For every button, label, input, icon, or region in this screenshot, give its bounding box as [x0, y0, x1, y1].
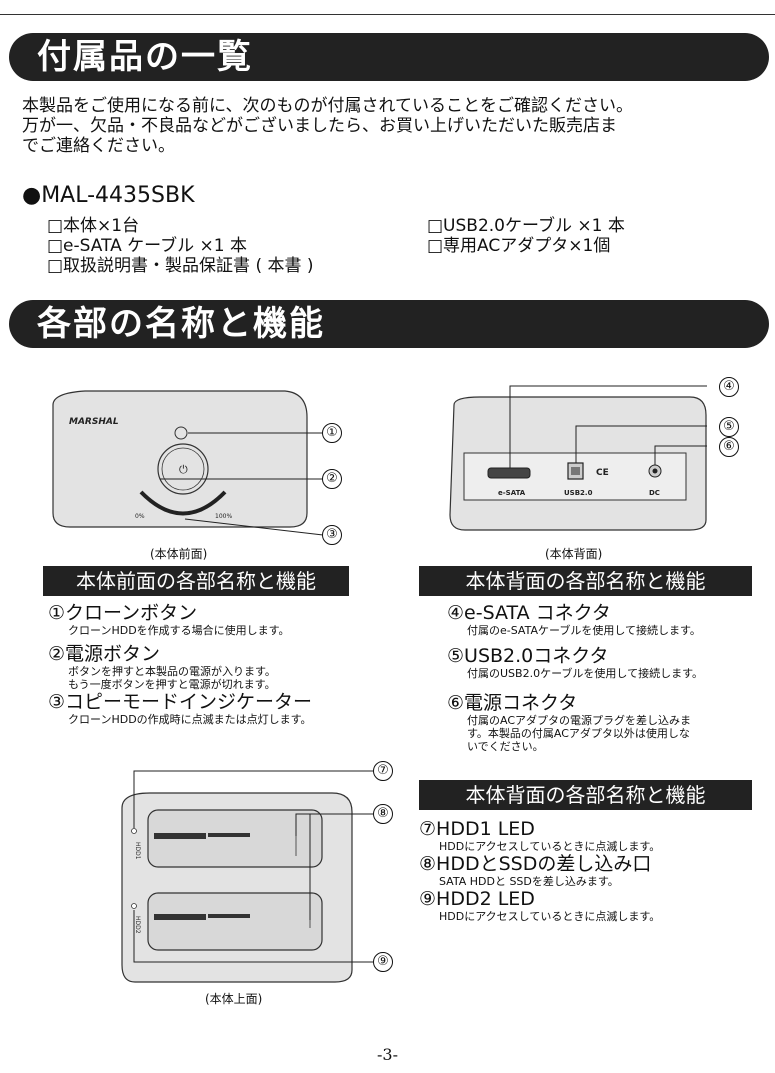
callout-9: ⑨	[373, 952, 393, 972]
power-icon: ⏻	[179, 463, 188, 476]
slot-1-connector	[154, 833, 206, 839]
function-desc: クローンHDDを作成する場合に使用します。	[68, 624, 290, 637]
hdd-slot-2	[147, 892, 323, 951]
callout-3: ③	[322, 525, 342, 545]
section-title: 各部の名称と機能	[37, 304, 325, 344]
callout-4: ④	[719, 377, 739, 397]
callout-8: ⑧	[373, 804, 393, 824]
function-title: ④e-SATA コネクタ	[447, 602, 611, 624]
top-functions-list: ⑦HDD1 LED HDDにアクセスしているときに点滅します。 ⑧HDDとSSD…	[419, 818, 759, 923]
function-desc: 付属のACアダプタの電源プラグを差し込みま	[467, 714, 692, 727]
back-caption: (本体背面)	[545, 547, 603, 561]
callout-5: ⑤	[719, 417, 739, 437]
function-desc: HDDにアクセスしているときに点滅します。	[439, 840, 661, 853]
function-desc: SATA HDDと SSDを差し込みます。	[439, 875, 619, 888]
callout-2: ②	[322, 469, 342, 489]
hdd1-label: HDD1	[134, 842, 141, 860]
function-desc: 付属のUSB2.0ケーブルを使用して接続します。	[467, 667, 703, 680]
port-label-esata: e-SATA	[498, 489, 526, 497]
dc-jack-pin	[652, 468, 658, 474]
function-title: ⑥電源コネクタ	[447, 692, 578, 714]
intro-text: 本製品をご使用になる前に、次のものが付属されていることをご確認ください。 万が一…	[22, 96, 767, 156]
front-caption: (本体前面)	[150, 547, 208, 561]
function-desc: もう一度ボタンを押すと電源が切れます。	[68, 678, 276, 691]
hdd-slot-1	[147, 809, 323, 868]
leader-line-3	[184, 518, 324, 536]
top-functions-heading: 本体背面の各部名称と機能	[419, 780, 752, 810]
intro-line: でご連絡ください。	[22, 136, 175, 156]
accessory-item: □専用ACアダプタ×1個	[427, 236, 611, 256]
function-title: ⑤USB2.0コネクタ	[447, 645, 609, 667]
slot-1-connector-small	[208, 833, 250, 837]
function-title: ③コピーモードインジケーター	[48, 691, 313, 713]
leader-line-9	[133, 910, 373, 963]
leader-line-8	[295, 813, 373, 836]
function-title: ①クローンボタン	[48, 602, 198, 624]
front-functions-heading: 本体前面の各部名称と機能	[43, 566, 349, 596]
hdd1-led	[131, 828, 137, 834]
accessory-list-left: □本体×1台 □e-SATA ケーブル ×1 本 □取扱説明書・製品保証書 ( …	[47, 216, 407, 276]
hdd2-label: HDD2	[134, 916, 141, 934]
accessory-list-right: □USB2.0ケーブル ×1 本 □専用ACアダプタ×1個	[427, 216, 767, 256]
slot-2-connector-small	[208, 914, 250, 918]
intro-line: 万が一、欠品・不良品などがございましたら、お買い上げいただいた販売店ま	[22, 116, 617, 136]
accessory-item: □USB2.0ケーブル ×1 本	[427, 216, 625, 236]
function-title: ⑨HDD2 LED	[419, 888, 535, 910]
compliance-marks: CE	[596, 468, 609, 478]
leader-line-5	[575, 425, 707, 463]
port-label-dc: DC	[649, 489, 660, 497]
back-functions-list: ④e-SATA コネクタ 付属のe-SATAケーブルを使用して接続します。 ⑤U…	[447, 602, 767, 753]
function-desc: 付属のe-SATAケーブルを使用して接続します。	[467, 624, 701, 637]
function-title: ⑦HDD1 LED	[419, 818, 535, 840]
model-number: ●MAL-4435SBK	[22, 183, 195, 208]
leader-line-4	[509, 385, 707, 468]
port-label-usb: USB2.0	[564, 489, 593, 497]
function-desc: HDDにアクセスしているときに点滅します。	[439, 910, 661, 923]
slot-2-connector	[154, 914, 206, 920]
top-caption: (本体上面)	[205, 992, 263, 1006]
function-title: ⑧HDDとSSDの差し込み口	[419, 853, 652, 875]
brand-logo: MARSHAL	[69, 417, 119, 427]
callout-1: ①	[322, 423, 342, 443]
top-view-diagram: HDD1 HDD2	[121, 770, 373, 983]
intro-line: 本製品をご使用になる前に、次のものが付属されていることをご確認ください。	[22, 96, 633, 116]
function-desc: す。本製品の付属ACアダプタ以外は使用しな	[467, 727, 690, 740]
function-desc: ボタンを押すと本製品の電源が入ります。	[68, 665, 276, 678]
section-title: 付属品の一覧	[37, 37, 253, 77]
esata-port	[487, 467, 531, 479]
copy-mode-indicator	[139, 490, 227, 516]
accessory-item: □本体×1台	[47, 216, 140, 236]
function-desc: クローンHDDの作成時に点滅または点灯します。	[68, 713, 312, 726]
top-rule	[0, 14, 775, 15]
accessory-item: □取扱説明書・製品保証書 ( 本書 )	[47, 256, 314, 276]
scale-min-label: 0%	[135, 513, 145, 520]
power-button-ring	[157, 443, 209, 495]
hdd2-led	[131, 903, 137, 909]
back-functions-heading: 本体背面の各部名称と機能	[419, 566, 752, 596]
back-view-diagram: CE e-SATA USB2.0 DC	[449, 385, 707, 531]
front-functions-list: ①クローンボタン クローンHDDを作成する場合に使用します。 ②電源ボタン ボタ…	[48, 602, 368, 726]
page-number: -3-	[377, 1045, 398, 1064]
usb-port-inner	[571, 467, 580, 475]
function-title: ②電源ボタン	[48, 643, 161, 665]
accessory-item: □e-SATA ケーブル ×1 本	[47, 236, 248, 256]
leader-line-6	[654, 445, 707, 465]
front-view-diagram: MARSHAL ⏻ 0% 100%	[52, 390, 324, 536]
scale-max-label: 100%	[215, 513, 232, 520]
callout-7: ⑦	[373, 761, 393, 781]
clone-button	[174, 426, 188, 440]
function-desc: いでください。	[467, 740, 544, 753]
section-banner-accessories: 付属品の一覧	[9, 33, 769, 81]
callout-6: ⑥	[719, 437, 739, 457]
leader-line-7	[133, 770, 373, 828]
section-banner-parts: 各部の名称と機能	[9, 300, 769, 348]
